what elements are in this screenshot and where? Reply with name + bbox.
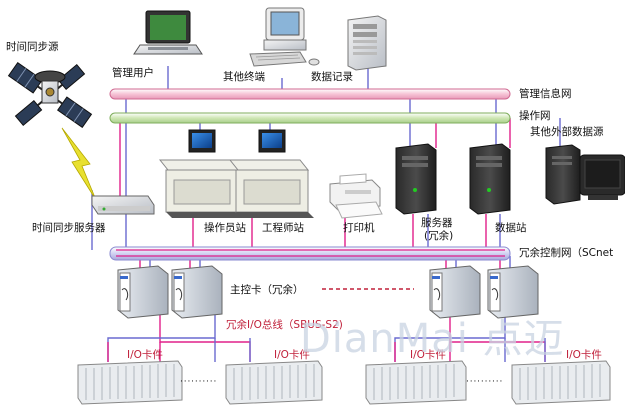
- printer-icon: [329, 173, 383, 219]
- label-mgmt-info-net: 管理信息网: [519, 88, 572, 100]
- ellipsis-dots-right: · · · · · · · · · ·: [466, 377, 502, 387]
- operator-console-icon: [158, 129, 244, 218]
- label-other-external: 其他外部数据源: [530, 126, 604, 138]
- satellite-icon: [7, 61, 93, 129]
- label-operator-station: 操作员站: [204, 222, 246, 234]
- label-server-redundant: (冗余): [424, 230, 454, 242]
- data-station-tower-icon: [469, 143, 511, 215]
- watermark-text: DianMai 点迈: [300, 316, 565, 362]
- server-tower-icon: [395, 143, 437, 215]
- controller-rack-icon: [429, 265, 481, 319]
- label-redundant-io-bus: 冗余I/O总线（SBUS-S2): [226, 319, 343, 331]
- engineer-console-icon: [228, 129, 314, 218]
- label-io-card-4: I/O卡件: [566, 349, 602, 361]
- desktop-computer-icon: [249, 7, 320, 67]
- io-module-icon: [365, 360, 467, 405]
- operation-network-pipe: [109, 112, 511, 124]
- laptop-icon: [133, 10, 203, 55]
- controller-rack-icon: [487, 265, 539, 319]
- label-main-ctrl-card: 主控卡（冗余）: [230, 284, 304, 296]
- label-io-card-1: I/O卡件: [127, 349, 163, 361]
- label-io-card-3: I/O卡件: [410, 349, 446, 361]
- label-redundant-ctrl-net: 冗余控制网（SCnet: [519, 247, 614, 259]
- label-io-card-2: I/O卡件: [274, 349, 310, 361]
- controller-rack-icon: [171, 265, 223, 319]
- ellipsis-dots-left: · · · · · · · · · ·: [180, 377, 216, 387]
- io-module-icon: [77, 360, 183, 405]
- control-network-pipe: [109, 246, 511, 261]
- label-operation-net: 操作网: [519, 110, 551, 122]
- external-source-icon: [545, 144, 625, 205]
- controller-rack-icon: [117, 265, 169, 319]
- io-module-icon: [511, 360, 611, 405]
- lightning-icon: [61, 127, 97, 201]
- tower-server-icon: [347, 15, 387, 71]
- label-time-server: 时间同步服务器: [32, 222, 106, 234]
- time-sync-server-icon: [91, 195, 155, 215]
- label-time-source: 时间同步源: [6, 41, 59, 53]
- label-engineer-station: 工程师站: [262, 222, 304, 234]
- label-printer: 打印机: [343, 222, 375, 234]
- mgmt-info-network-pipe: [109, 88, 511, 100]
- io-module-icon: [225, 360, 323, 405]
- label-data-station: 数据站: [495, 222, 527, 234]
- label-data-record: 数据记录: [311, 71, 353, 83]
- label-mgmt-user: 管理用户: [112, 67, 154, 79]
- label-other-terminal: 其他终端: [223, 71, 265, 83]
- label-server: 服务器: [421, 217, 453, 229]
